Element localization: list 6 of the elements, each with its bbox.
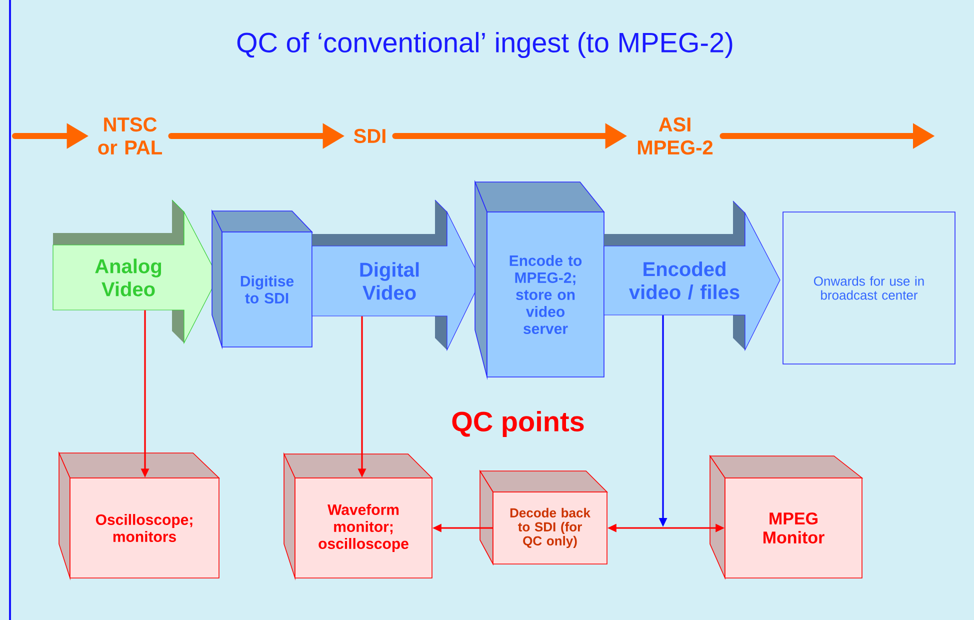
destination-box: Onwards for use in broadcast center (782, 212, 956, 364)
stage-label: ASI MPEG-2 (638, 117, 713, 155)
section-heading: QC points (452, 410, 584, 438)
stage-label: SDI (354, 128, 386, 144)
title: QC of ‘conventional’ ingest (to MPEG-2) (237, 32, 732, 58)
stage-label: NTSC or PAL (98, 117, 162, 155)
